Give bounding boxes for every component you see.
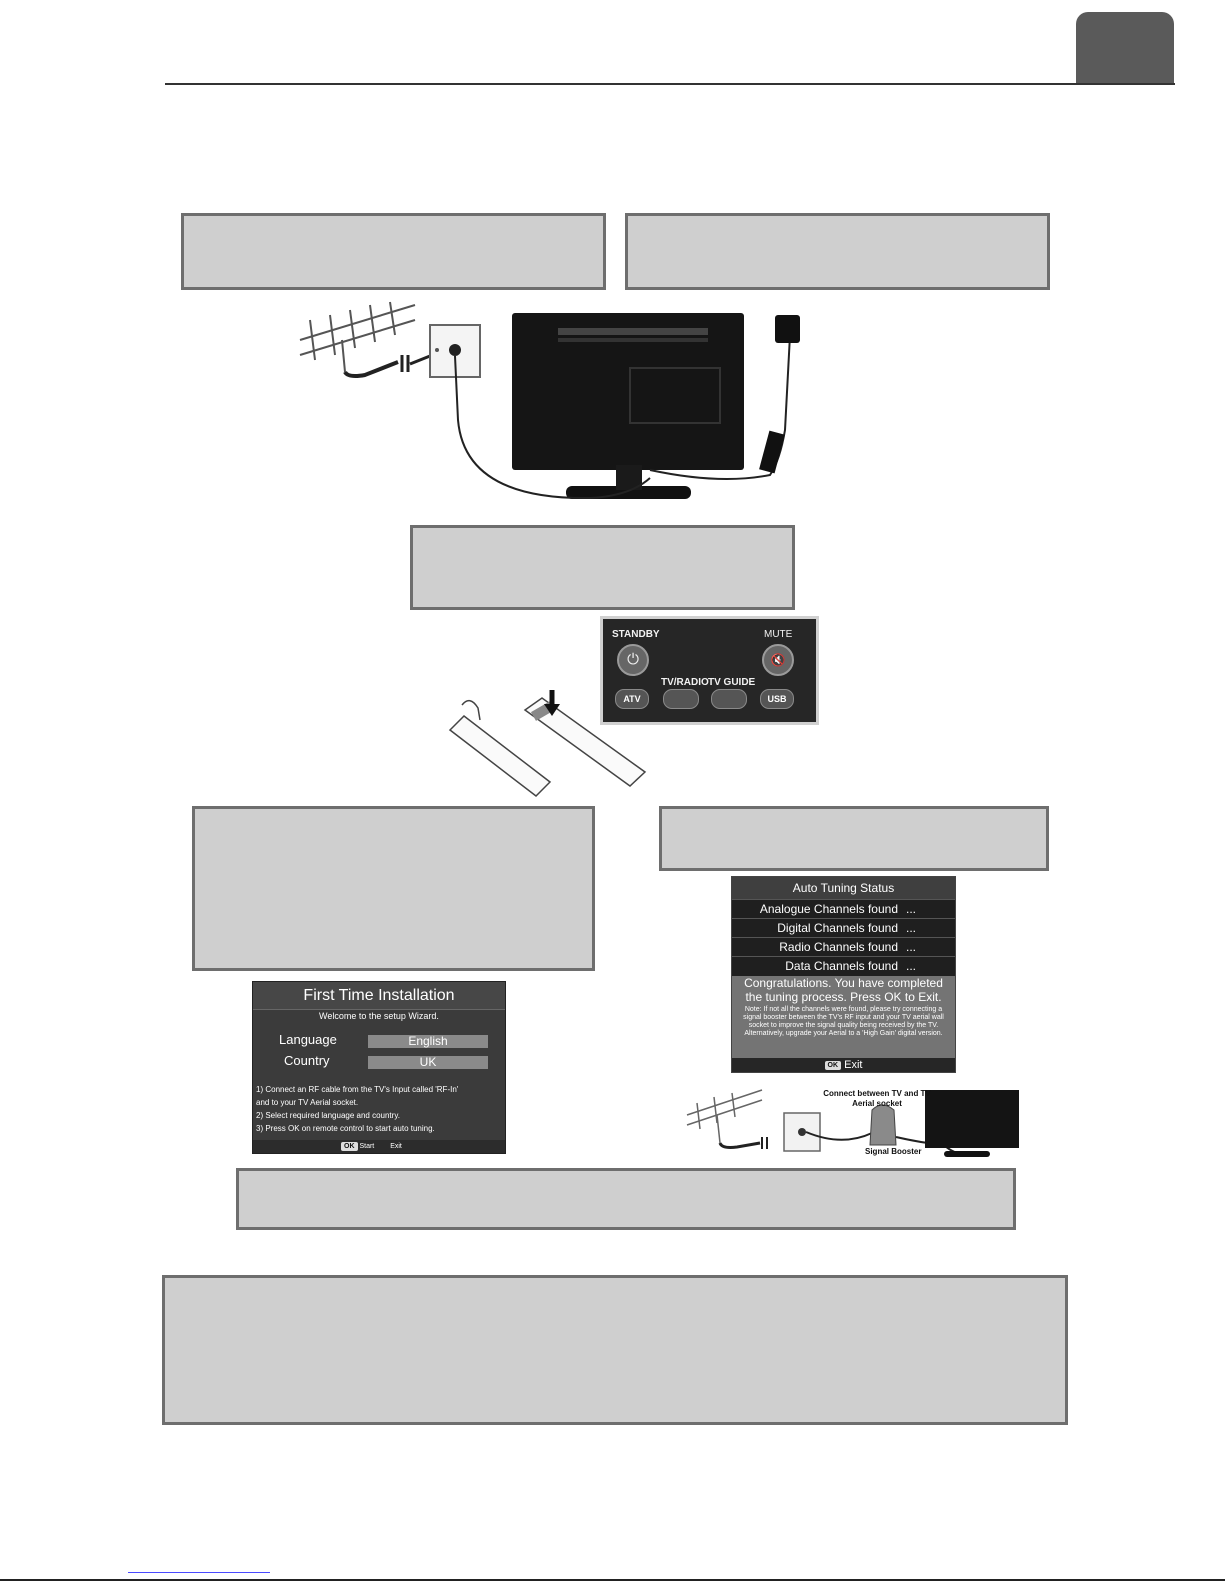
tv-rear-icon (512, 313, 744, 470)
fti-start-label[interactable]: Start (359, 1143, 375, 1150)
ats-message: Congratulations. You have completed the … (732, 976, 955, 1060)
header-rule (165, 83, 1175, 85)
booster-connect-caption: Connect between TV and TV Aerial socket (823, 1089, 931, 1108)
ats-congrats-1: Congratulations. You have completed (744, 976, 943, 990)
signal-booster-illustration (686, 1089, 1019, 1157)
step-box-aerial (181, 213, 606, 290)
note-box (162, 1275, 1068, 1425)
ats-title: Auto Tuning Status (732, 877, 955, 899)
step-box-power (625, 213, 1050, 290)
mute-button[interactable]: 🔇 (762, 644, 794, 676)
ok-icon: OK (341, 1141, 358, 1151)
fti-step-2: 2) Select required language and country. (256, 1111, 400, 1120)
fti-step-1: 1) Connect an RF cable from the TV's Inp… (256, 1085, 459, 1094)
ats-row-label: Data Channels found (785, 959, 898, 973)
ats-exit-label[interactable]: Exit (844, 1059, 863, 1071)
connection-illustration (299, 301, 800, 500)
fti-step-1b: and to your TV Aerial socket. (256, 1098, 359, 1107)
language-label: Language (279, 1032, 337, 1047)
ats-row-value: ... (906, 959, 917, 973)
ats-row-data: Data Channels found ... (732, 956, 955, 976)
standby-button[interactable]: ⏻ (617, 644, 649, 676)
footer-rule (0, 1579, 1225, 1581)
first-time-installation-screen: First Time Installation Welcome to the s… (252, 981, 506, 1154)
tv-guide-label: TV GUIDE (708, 677, 756, 688)
auto-tuning-status-screen: Auto Tuning Status Analogue Channels fou… (731, 876, 956, 1073)
signal-booster-icon (869, 1104, 897, 1146)
standby-label: STANDBY (612, 629, 660, 640)
ok-icon: OK (824, 1060, 842, 1070)
fti-instructions: 1) Connect an RF cable from the TV's Inp… (256, 1083, 458, 1135)
fti-title: First Time Installation (253, 982, 505, 1010)
mute-label: MUTE (764, 629, 793, 640)
ats-row-value: ... (906, 940, 917, 954)
tv-guide-button[interactable] (711, 689, 747, 709)
remote-control-panel: STANDBY ⏻ MUTE 🔇 TV/RADIO TV GUIDE ATV U… (600, 616, 819, 725)
chapter-tab (1076, 12, 1174, 85)
country-label: Country (284, 1053, 330, 1068)
country-select[interactable]: UK (368, 1056, 488, 1069)
step-box-auto-tuning (659, 806, 1049, 871)
ats-congrats-2: the tuning process. Press OK to Exit. (745, 990, 942, 1004)
step-box-first-install (192, 806, 595, 971)
ats-row-value: ... (906, 921, 917, 935)
ats-row-label: Radio Channels found (779, 940, 898, 954)
usb-button[interactable]: USB (760, 689, 794, 709)
ats-row-label: Analogue Channels found (759, 902, 898, 916)
step-box-booster-note (236, 1168, 1016, 1230)
atv-button[interactable]: ATV (615, 689, 649, 709)
ats-row-digital: Digital Channels found ... (732, 918, 955, 938)
fti-footer: OK Start Exit (253, 1140, 505, 1153)
remote-back-icon (448, 697, 647, 797)
aerial-icon (686, 1089, 763, 1144)
footer-link[interactable] (128, 1572, 270, 1573)
ats-row-analogue: Analogue Channels found ... (732, 899, 955, 919)
language-select[interactable]: English (368, 1035, 488, 1048)
booster-caption: Signal Booster (865, 1147, 922, 1156)
ats-row-label: Digital Channels found (777, 921, 898, 935)
ats-row-value: ... (906, 902, 917, 916)
tv-radio-label: TV/RADIO (661, 677, 709, 688)
tv-rear-icon (925, 1090, 1019, 1148)
aerial-icon (299, 301, 416, 373)
battery-insertion-illustration (448, 690, 647, 797)
ats-row-radio: Radio Channels found ... (732, 937, 955, 957)
tv-radio-button[interactable] (663, 689, 699, 709)
fti-step-3: 3) Press OK on remote control to start a… (256, 1124, 435, 1133)
step-box-batteries (410, 525, 795, 610)
ats-note: Note: If not all the channels were found… (743, 1006, 944, 1037)
fti-welcome: Welcome to the setup Wizard. (319, 1011, 439, 1021)
fti-exit-label[interactable]: Exit (390, 1143, 402, 1150)
ats-footer: OK Exit (732, 1058, 955, 1072)
power-plug-icon (775, 315, 800, 343)
